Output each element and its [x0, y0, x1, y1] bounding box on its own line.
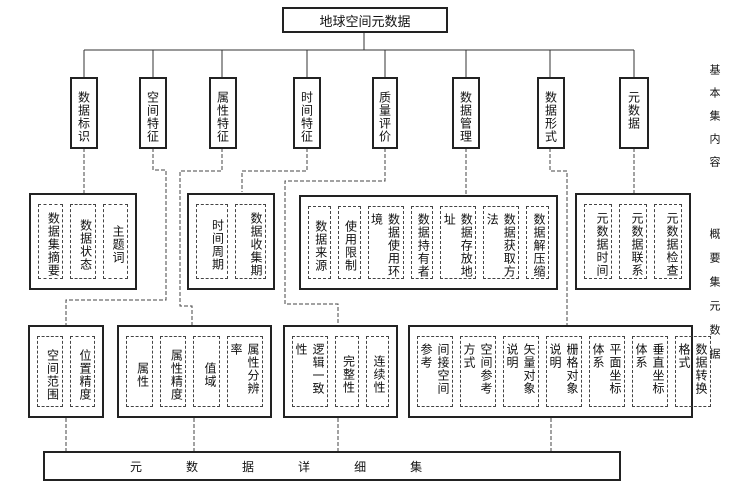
l3-item: 垂直坐标体系: [632, 336, 668, 407]
side-label-basic: 基本集内容: [708, 64, 721, 179]
node-label: 元数据: [626, 91, 641, 130]
l1-format: 数据形式: [537, 77, 565, 149]
node-label: 空间特征: [145, 91, 160, 143]
node-label: 数据标识: [76, 91, 91, 143]
l3-item: 属性分辨率: [227, 336, 264, 407]
l3-item: 逻辑一致性: [292, 336, 328, 407]
l2-item: 使用限制: [337, 206, 361, 279]
l3-item: 空间参考方式: [460, 336, 496, 407]
l1-attribute: 属性特征: [209, 77, 237, 149]
l2-group-identification: 数据集摘要 数据状态 主题词: [29, 193, 137, 290]
l2-item: 时间周期: [196, 204, 228, 279]
l3-item: 栅格对象说明: [546, 336, 582, 407]
l2-group-metadata: 元数据时间 元数据联系 元数据检查: [575, 193, 691, 290]
bottom-char: 细: [354, 459, 367, 474]
l3-group-attribute: 属性 属性精度 值域 属性分辨率: [117, 325, 272, 418]
l2-item: 数据状态: [70, 204, 96, 279]
l2-item: 数据集摘要: [38, 204, 64, 279]
l3-item: 属性: [126, 336, 153, 407]
l2-item: 数据来源: [308, 206, 331, 279]
l1-data-identification: 数据标识: [70, 77, 98, 149]
bottom-char: 据: [242, 459, 255, 474]
l2-item: 主题词: [102, 204, 128, 279]
detailed-metadata-set: 元 数 据 详 细 集: [43, 451, 621, 481]
l1-temporal: 时间特征: [293, 77, 321, 149]
l1-metadata: 元数据: [619, 77, 649, 149]
l3-item: 位置精度: [69, 336, 95, 407]
node-label: 属性特征: [215, 91, 230, 143]
l3-group-format: 间接空间参考 空间参考方式 矢量对象说明 栅格对象说明 平面坐标体系 垂直坐标体…: [408, 325, 711, 418]
l2-item: 数据收集期: [234, 204, 266, 279]
l2-group-management: 数据来源 使用限制 数据使用环境 数据持有者 数据存放地址 数据获取方法 数据解…: [299, 195, 558, 290]
l2-item: 元数据检查: [654, 204, 682, 279]
node-label: 时间特征: [299, 91, 314, 143]
bottom-char: 元: [130, 459, 143, 474]
bottom-char: 详: [298, 459, 311, 474]
l2-item: 数据持有者: [410, 206, 434, 279]
l1-spatial: 空间特征: [139, 77, 167, 149]
l2-group-temporal: 时间周期 数据收集期: [187, 193, 275, 290]
l3-item: 连续性: [365, 336, 389, 407]
l3-item: 属性精度: [159, 336, 187, 407]
node-label: 数据形式: [543, 91, 558, 143]
l2-item: 数据解压缩: [526, 206, 549, 279]
node-label: 数据管理: [458, 91, 473, 143]
l3-item: 平面坐标体系: [589, 336, 625, 407]
l3-item: 空间范围: [37, 336, 63, 407]
l3-item: 数据转换格式: [675, 336, 711, 407]
l1-management: 数据管理: [452, 77, 480, 149]
l2-item: 数据存放地址: [440, 206, 477, 279]
l3-item: 间接空间参考: [417, 336, 453, 407]
l3-item: 完整性: [335, 336, 359, 407]
l2-item: 元数据时间: [584, 204, 612, 279]
l3-item: 值域: [193, 336, 221, 407]
l2-item: 数据获取方法: [483, 206, 520, 279]
bottom-char: 数: [186, 459, 199, 474]
l3-group-quality: 逻辑一致性 完整性 连续性: [283, 325, 398, 418]
side-label-summary: 概要集元数据: [708, 228, 721, 372]
l2-item: 数据使用环境: [367, 206, 404, 279]
root-node: 地球空间元数据: [282, 7, 448, 33]
bottom-char: 集: [410, 459, 423, 474]
l1-quality: 质量评价: [372, 77, 398, 149]
l3-group-spatial: 空间范围 位置精度: [28, 325, 104, 418]
node-label: 质量评价: [377, 91, 392, 143]
l3-item: 矢量对象说明: [503, 336, 539, 407]
l2-item: 元数据联系: [619, 204, 647, 279]
